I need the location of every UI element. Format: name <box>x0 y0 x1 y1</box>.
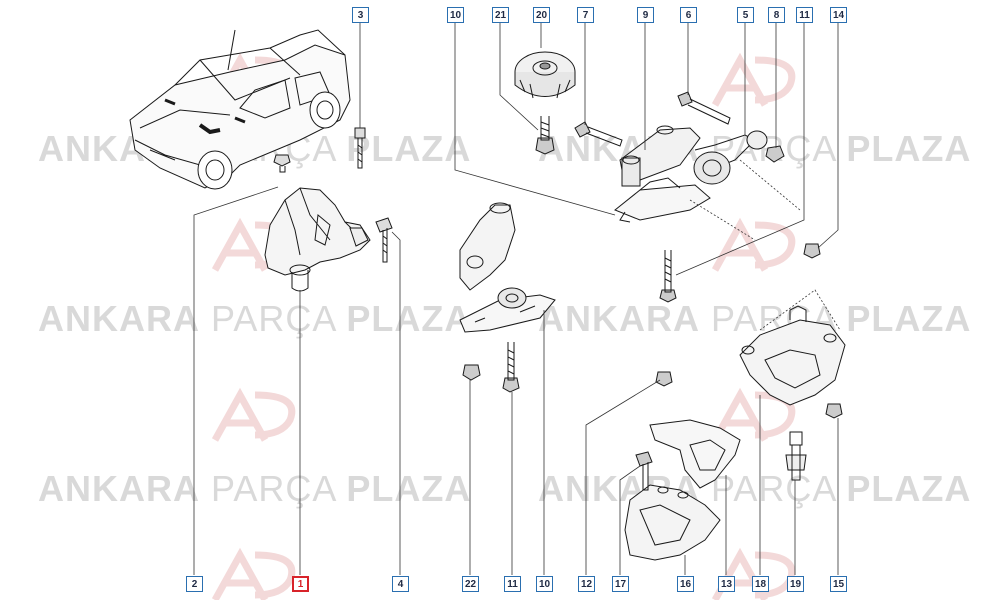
callout-part-14[interactable]: 14 <box>830 7 847 23</box>
callout-part-6[interactable]: 6 <box>680 7 697 23</box>
callout-part-17[interactable]: 17 <box>612 576 629 592</box>
nut-part-8 <box>765 145 785 163</box>
nut-part-2 <box>273 154 291 173</box>
bracket-part-13 <box>649 419 741 489</box>
watermark-text: ANKARA PARÇA PLAZA <box>38 298 472 339</box>
callout-part-7[interactable]: 7 <box>577 7 594 23</box>
bolt-part-11-upper <box>659 250 677 303</box>
callout-part-5[interactable]: 5 <box>737 7 754 23</box>
callout-part-22[interactable]: 22 <box>462 576 479 592</box>
bolt-part-11-lower <box>502 342 520 393</box>
vehicle-illustration <box>129 29 351 190</box>
callout-part-21[interactable]: 21 <box>492 7 509 23</box>
nut-part-22 <box>462 364 481 381</box>
callout-part-2[interactable]: 2 <box>186 576 203 592</box>
nut-part-14 <box>803 243 821 259</box>
callout-part-8[interactable]: 8 <box>768 7 785 23</box>
callout-part-9[interactable]: 9 <box>637 7 654 23</box>
callout-part-20[interactable]: 20 <box>533 7 550 23</box>
mount-part-18 <box>739 305 846 406</box>
callout-part-12[interactable]: 12 <box>578 576 595 592</box>
callout-part-4[interactable]: 4 <box>392 576 409 592</box>
leader-lines <box>193 22 841 575</box>
callout-part-13[interactable]: 13 <box>718 576 735 592</box>
nut-part-15 <box>825 403 843 419</box>
callout-part-18[interactable]: 18 <box>752 576 769 592</box>
callout-part-3[interactable]: 3 <box>352 7 369 23</box>
bracket-assembly-middle <box>459 202 556 333</box>
engine-mount-part-1 <box>264 187 371 292</box>
bracket-part-16 <box>624 484 721 561</box>
bracket-part-10-upper <box>614 177 711 223</box>
bolt-part-3 <box>354 127 366 169</box>
callout-part-1-selected[interactable]: 1 <box>292 576 309 592</box>
callout-part-15[interactable]: 15 <box>830 576 847 592</box>
bolt-part-6 <box>677 91 731 125</box>
callout-part-10[interactable]: 10 <box>536 576 553 592</box>
watermark-text: ANKARA PARÇA PLAZA <box>38 468 472 509</box>
callout-part-11[interactable]: 11 <box>796 7 813 23</box>
watermark-text: ANKARA PARÇA PLAZA <box>538 298 972 339</box>
callout-part-16[interactable]: 16 <box>677 576 694 592</box>
bolt-part-7 <box>574 121 623 147</box>
bolt-part-17 <box>635 451 653 491</box>
callout-part-11[interactable]: 11 <box>504 576 521 592</box>
bearing-part-20 <box>514 51 576 99</box>
callout-part-10[interactable]: 10 <box>447 7 464 23</box>
callout-part-19[interactable]: 19 <box>787 576 804 592</box>
bolt-part-21 <box>535 116 555 155</box>
torque-rod-part-9 <box>619 125 768 187</box>
stud-part-19 <box>785 431 807 481</box>
bolt-part-4 <box>375 217 393 263</box>
nut-part-12 <box>655 371 673 387</box>
